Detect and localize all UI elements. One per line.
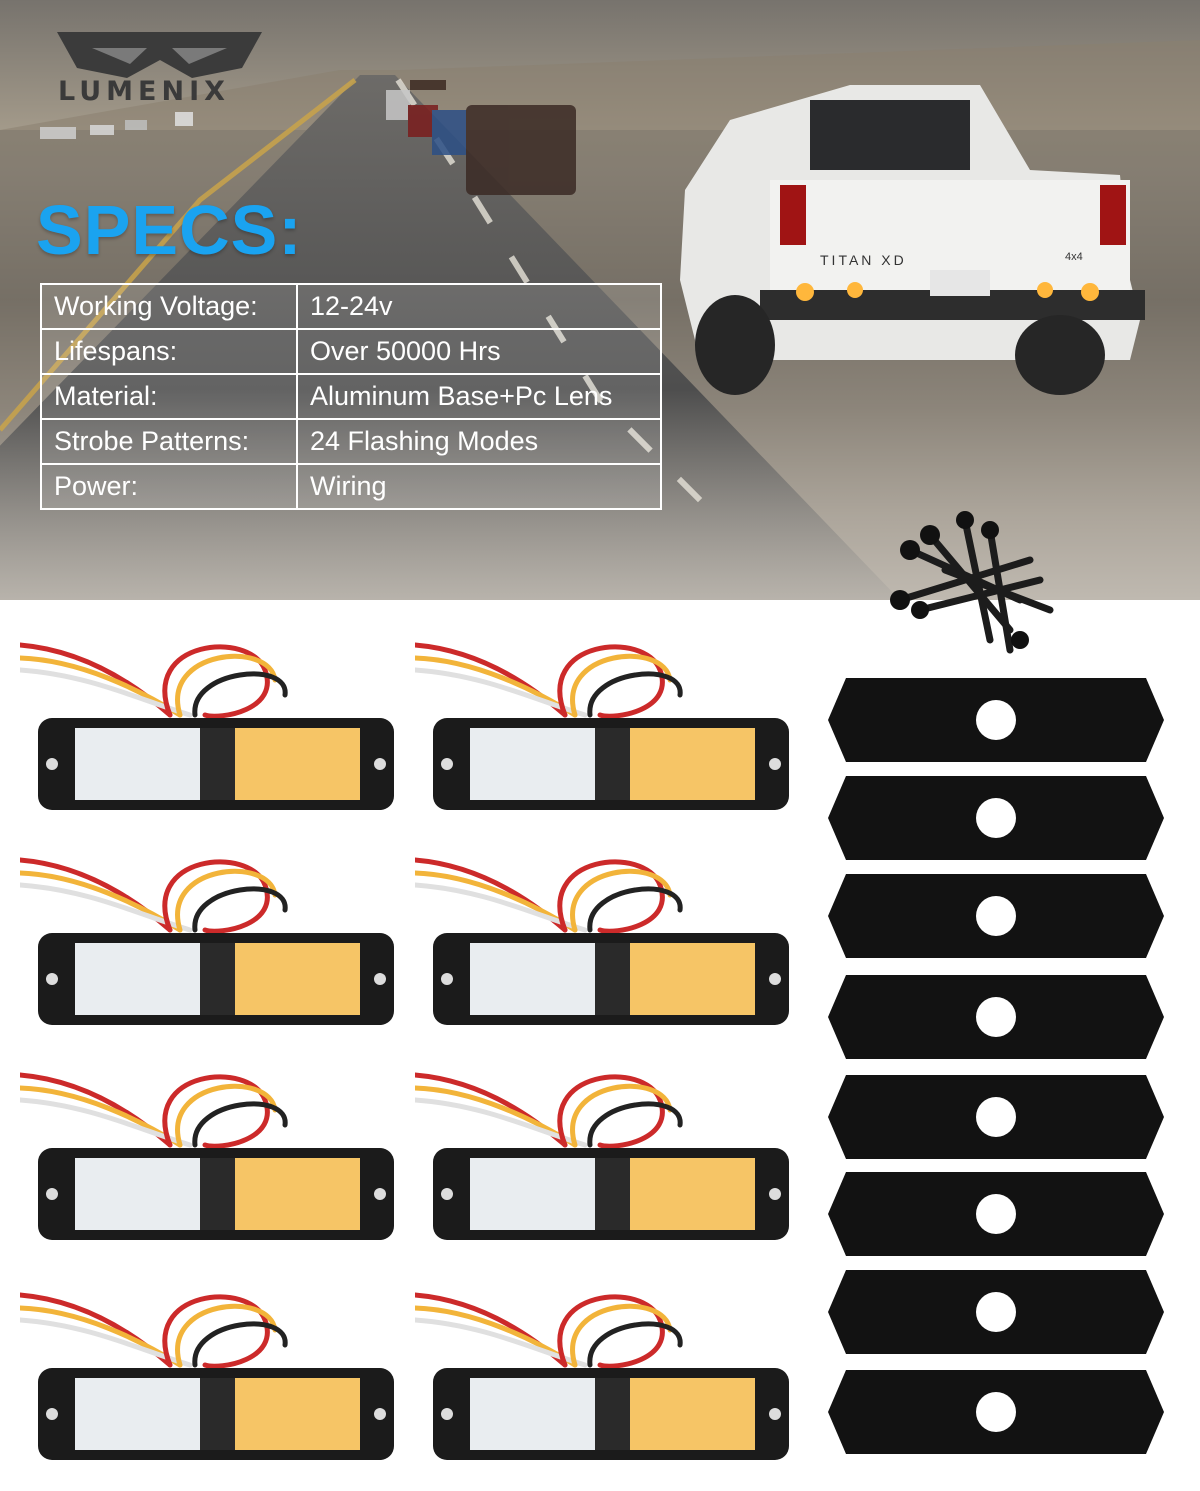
spec-value: Wiring bbox=[296, 463, 662, 510]
mounting-pad bbox=[828, 1075, 1164, 1159]
spec-label: Working Voltage: bbox=[40, 283, 298, 330]
strobe-light-unit bbox=[20, 1072, 394, 1240]
strobe-light-unit bbox=[20, 857, 394, 1025]
table-row: Strobe Patterns: 24 Flashing Modes bbox=[40, 418, 662, 465]
strobe-light-unit bbox=[415, 1292, 789, 1460]
specs-heading: SPECS: bbox=[36, 191, 303, 269]
strobe-light-unit bbox=[20, 1292, 394, 1460]
table-row: Working Voltage: 12-24v bbox=[40, 283, 662, 330]
mounting-pad bbox=[828, 1370, 1164, 1454]
hero-photo: TITAN XD 4x4 LUMENIX SPECS: Working Volt… bbox=[0, 0, 1200, 600]
brand-name: LUMENIX bbox=[58, 76, 230, 107]
mounting-pad bbox=[828, 1270, 1164, 1354]
spec-value: 24 Flashing Modes bbox=[296, 418, 662, 465]
specs-table: Working Voltage: 12-24v Lifespans: Over … bbox=[40, 283, 662, 510]
svg-text:TITAN XD: TITAN XD bbox=[820, 252, 907, 268]
mounting-pad bbox=[828, 975, 1164, 1059]
table-row: Lifespans: Over 50000 Hrs bbox=[40, 328, 662, 375]
spec-label: Strobe Patterns: bbox=[40, 418, 298, 465]
strobe-light-unit bbox=[20, 642, 394, 810]
strobe-light-unit bbox=[415, 1072, 789, 1240]
spec-value: Aluminum Base+Pc Lens bbox=[296, 373, 662, 420]
table-row: Power: Wiring bbox=[40, 463, 662, 510]
spec-value: 12-24v bbox=[296, 283, 662, 330]
screws-image bbox=[890, 511, 1054, 654]
distant-traffic bbox=[40, 80, 576, 195]
mounting-pad bbox=[828, 1172, 1164, 1256]
mounting-pad bbox=[828, 776, 1164, 860]
pickup-truck-image: TITAN XD 4x4 bbox=[680, 85, 1145, 395]
strobe-light-unit bbox=[415, 857, 789, 1025]
lumenix-logo bbox=[57, 32, 262, 78]
strobe-light-unit bbox=[415, 642, 789, 810]
mounting-pad bbox=[828, 874, 1164, 958]
spec-label: Power: bbox=[40, 463, 298, 510]
mounting-pad bbox=[828, 678, 1164, 762]
spec-label: Lifespans: bbox=[40, 328, 298, 375]
svg-text:4x4: 4x4 bbox=[1065, 251, 1083, 263]
spec-label: Material: bbox=[40, 373, 298, 420]
spec-value: Over 50000 Hrs bbox=[296, 328, 662, 375]
table-row: Material: Aluminum Base+Pc Lens bbox=[40, 373, 662, 420]
